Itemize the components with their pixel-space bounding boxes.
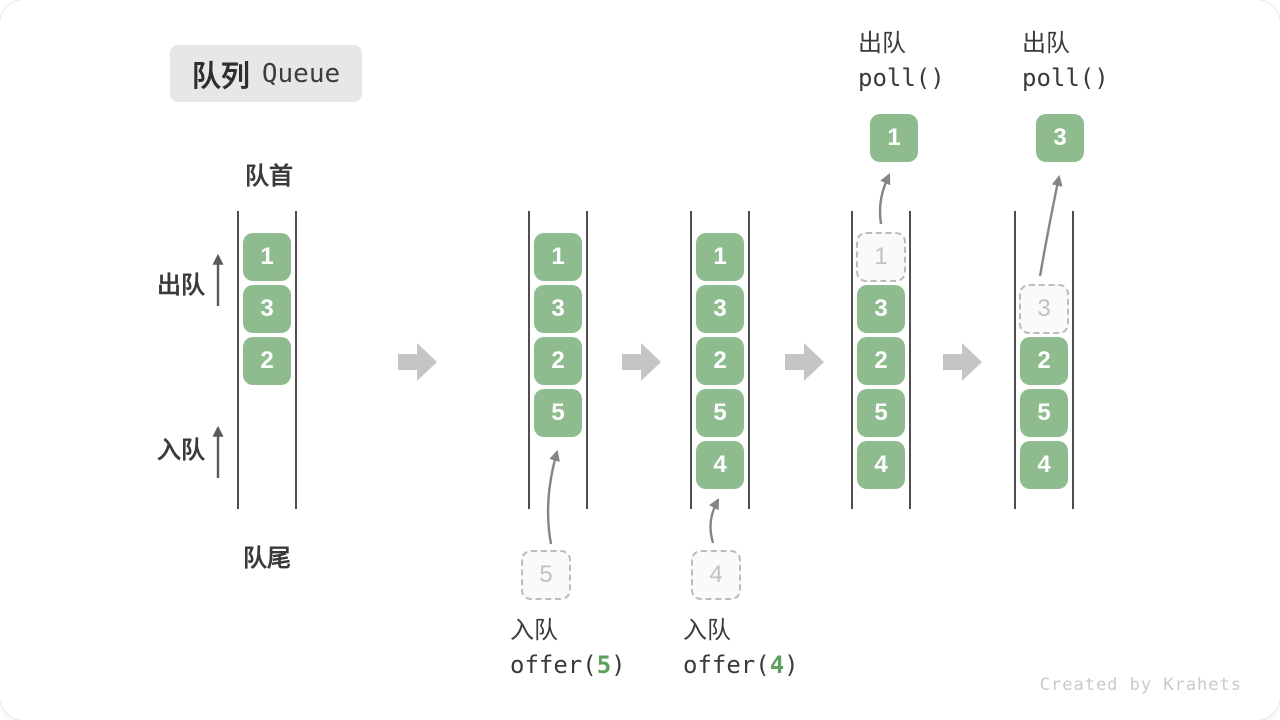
queue-tube-4: [851, 211, 911, 509]
queue-tube-1: [237, 211, 297, 509]
title-zh: 队列: [191, 60, 250, 93]
title-en: Queue: [261, 58, 341, 89]
removed-item-ghost: 1: [856, 232, 906, 282]
queue-item: 4: [696, 441, 744, 489]
queue-tube-2: [528, 211, 588, 509]
op-code: poll(): [1022, 64, 1109, 92]
queue-item: 3: [534, 285, 582, 333]
label-queue-front: 队首: [245, 163, 293, 190]
queue-tube-3: [690, 211, 750, 509]
op-zh: 入队: [510, 617, 558, 644]
op-code: offer(4): [683, 651, 799, 679]
removed-item-ghost: 3: [1019, 284, 1069, 334]
queue-item: 4: [1020, 441, 1068, 489]
queue-item: 2: [534, 337, 582, 385]
incoming-item-ghost: 4: [691, 550, 741, 600]
op-code: offer(5): [510, 651, 626, 679]
state-transition-arrow-icon: [943, 343, 982, 381]
queue-item: 5: [1020, 389, 1068, 437]
op-label-offer-4: 入队 offer(4): [683, 613, 799, 683]
queue-item: 3: [696, 285, 744, 333]
polled-item: 1: [870, 114, 918, 162]
queue-tube-5: [1014, 211, 1074, 509]
queue-item: 5: [857, 389, 905, 437]
op-code: poll(): [858, 64, 945, 92]
queue-item: 3: [857, 285, 905, 333]
queue-item: 1: [534, 233, 582, 281]
queue-item: 2: [243, 337, 291, 385]
op-label-offer-5: 入队 offer(5): [510, 613, 626, 683]
label-dequeue: 出队: [157, 272, 205, 299]
queue-item: 3: [243, 285, 291, 333]
queue-item: 5: [534, 389, 582, 437]
incoming-item-ghost: 5: [521, 550, 571, 600]
op-label-poll-3: 出队 poll(): [1022, 26, 1109, 96]
state-transition-arrow-icon: [785, 343, 824, 381]
op-zh: 入队: [683, 617, 731, 644]
queue-item: 4: [857, 441, 905, 489]
title-box: 队列 Queue: [170, 45, 362, 102]
polled-item: 3: [1036, 114, 1084, 162]
op-label-poll-1: 出队 poll(): [858, 26, 945, 96]
queue-item: 1: [243, 233, 291, 281]
queue-item: 5: [696, 389, 744, 437]
queue-item: 2: [857, 337, 905, 385]
op-zh: 出队: [858, 30, 906, 57]
state-transition-arrow-icon: [622, 343, 661, 381]
label-queue-rear: 队尾: [243, 545, 291, 572]
op-zh: 出队: [1022, 30, 1070, 57]
queue-item: 2: [1020, 337, 1068, 385]
watermark: Created by Krahets: [1039, 675, 1242, 695]
state-transition-arrow-icon: [398, 343, 437, 381]
queue-item: 2: [696, 337, 744, 385]
queue-item: 1: [696, 233, 744, 281]
label-enqueue: 入队: [157, 437, 205, 464]
